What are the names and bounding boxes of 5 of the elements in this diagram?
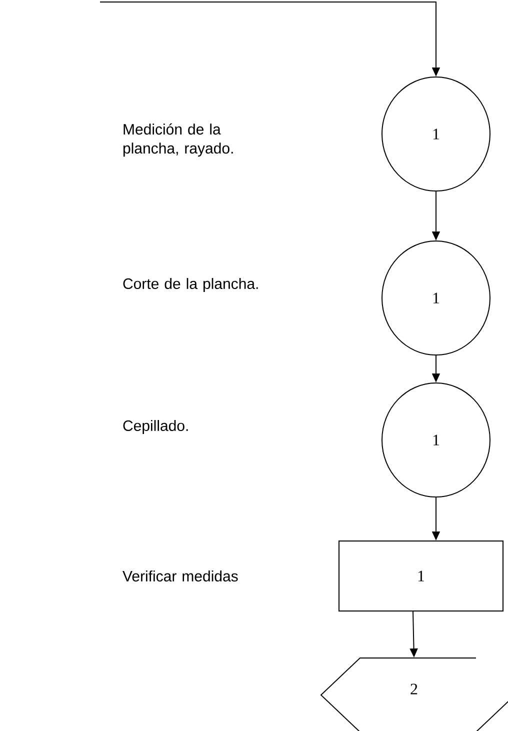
step-label: Cepillado. — [123, 420, 188, 434]
step-label: Medición de la plancha, rayado. — [123, 123, 233, 157]
step-label: Verificar medidas — [122, 570, 238, 582]
step-label: Corte de la plancha. — [123, 278, 258, 292]
inspection-box: 1 — [338, 540, 504, 612]
